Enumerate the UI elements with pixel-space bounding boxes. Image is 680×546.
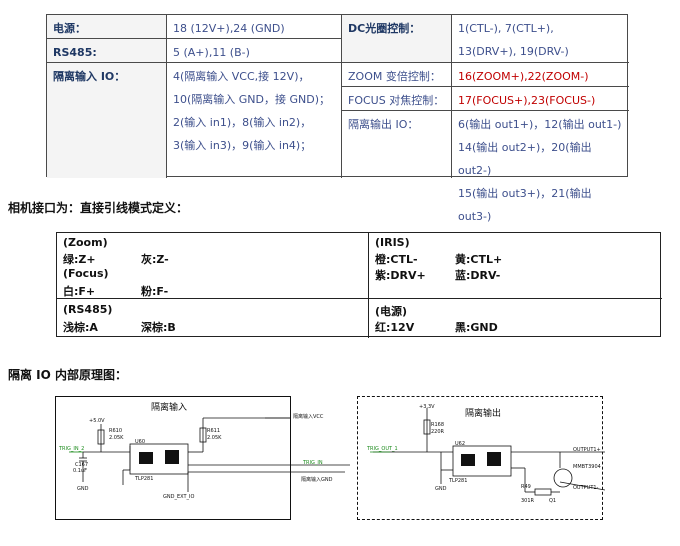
rs485-b: 深棕:B: [141, 321, 176, 334]
iso-out-label: 隔离输出 IO：: [342, 111, 452, 178]
iris-ctl-minus: 橙:CTL-: [375, 253, 418, 266]
left-r-right: R611: [207, 428, 221, 434]
right-trig: TRIG_OUT_1: [367, 446, 398, 452]
right-r-bottom: R49: [521, 484, 531, 490]
iso-in-value: 4(隔离输入 VCC,接 12V)， 10(隔离输入 GND，接 GND)； 2…: [167, 63, 342, 178]
iso-out-line: 15(输出 out3+)，21(输出 out3-): [458, 187, 592, 223]
power-label: 电源：: [47, 15, 167, 39]
power-gnd: 黑:GND: [455, 321, 498, 334]
iris-ctl-plus: 黄:CTL+: [455, 253, 503, 266]
right-r-top-val: 220R: [431, 429, 445, 435]
right-q-part: MMBT3904: [573, 464, 601, 470]
rs485-label: RS485:: [47, 39, 167, 63]
left-cap: C167: [75, 462, 89, 468]
camera-interface-heading: 相机接口为：直接引线模式定义：: [8, 201, 189, 215]
zoom-value: 16(ZOOM+),22(ZOOM-): [452, 63, 629, 87]
zoom-focus-cell: [57, 233, 369, 299]
left-r-top: R610: [109, 428, 123, 434]
dc-iris-value: 1(CTL-), 7(CTL+), 13(DRV+), 19(DRV-): [452, 15, 629, 63]
left-cap-val: 0.1uF: [73, 468, 87, 474]
iso-out-line: 6(输出 out1+)，12(输出 out1-): [458, 118, 622, 131]
wire-color-table: (Zoom) 绿:Z+ 灰:Z- (Focus) 白:F+ 粉:F- (IRIS…: [56, 232, 662, 338]
left-gnd-ext: GND_EXT_IO: [163, 494, 195, 500]
right-out-plus: OUTPUT1+: [573, 447, 601, 453]
iris-drv-plus: 紫:DRV+: [375, 269, 426, 282]
power-12v: 红:12V: [375, 321, 415, 334]
dc-iris-label: DC光圈控制：: [342, 15, 452, 63]
rs485-value: 5 (A+),11 (B-): [167, 39, 342, 63]
iso-in-line: 10(隔离输入 GND，接 GND)；: [173, 93, 331, 106]
isolated-input-title: 隔离输入: [151, 403, 188, 413]
iris-cell: [369, 233, 662, 299]
dc-iris-value-1: 1(CTL-), 7(CTL+),: [458, 22, 554, 35]
iso-in-line: 2(输入 in1)，8(输入 in2)，: [173, 116, 312, 129]
isolated-output-box: [357, 396, 603, 520]
left-trig-label: TRIG_IN: [303, 460, 323, 466]
focus-plus: 白:F+: [63, 285, 96, 298]
iso-out-line: 14(输出 out2+)，20(输出 out2-): [458, 141, 592, 177]
left-gnd-label: 隔离输入GND: [301, 477, 333, 483]
gnd-symbol: GND: [77, 486, 89, 492]
isolation-io-schematic: 隔离输入 隔离输出 隔离输入VCC TRIG_IN 隔离输入GND GND_EX…: [55, 390, 605, 530]
left-chip: U60: [135, 439, 146, 445]
schematic-wires: [69, 408, 605, 496]
rs485-a: 浅棕:A: [63, 321, 98, 334]
focus-title: (Focus): [63, 267, 109, 280]
dc-iris-value-2: 13(DRV+), 19(DRV-): [458, 45, 569, 58]
power-value: 18 (12V+),24 (GND): [167, 15, 342, 39]
left-chip-part: TLP281: [135, 476, 154, 482]
right-chip: U62: [455, 441, 466, 447]
right-q: Q1: [549, 498, 557, 504]
right-r-bottom-val: 301R: [521, 498, 535, 504]
right-out-minus: OUTPUT1-: [573, 485, 599, 491]
left-vcc-label: 隔离输入VCC: [293, 414, 324, 420]
isolated-input-box: [55, 396, 291, 520]
right-r-top: R168: [431, 422, 445, 428]
focus-label: FOCUS 对焦控制：: [342, 87, 452, 111]
iso-in-line: 4(隔离输入 VCC,接 12V)，: [173, 70, 310, 83]
zoom-label: ZOOM 变倍控制：: [342, 63, 452, 87]
left-r-top-val: 2.05K: [109, 435, 124, 441]
isolated-output-title: 隔离输出: [465, 409, 502, 419]
focus-minus: 粉:F-: [141, 285, 169, 298]
zoom-minus: 灰:Z-: [141, 253, 169, 266]
left-r-right-val: 2.05K: [207, 435, 222, 441]
rs485-title: (RS485): [63, 303, 113, 316]
gnd-symbol: GND: [435, 486, 447, 492]
left-trig-in2: TRIG_IN_2: [59, 446, 85, 452]
iso-in-line: 3(输入 in3)，9(输入 in4)；: [173, 139, 312, 152]
zoom-plus: 绿:Z+: [63, 253, 96, 266]
pin-definition-table: 电源： 18 (12V+),24 (GND) DC光圈控制： 1(CTL-), …: [46, 14, 629, 223]
iris-title: (IRIS): [375, 236, 410, 249]
iso-in-label: 隔离输入 IO：: [47, 63, 167, 178]
right-chip-part: TLP281: [449, 478, 468, 484]
schematic-heading: 隔离 IO 内部原理图：: [8, 368, 128, 382]
rs485-cell: [57, 299, 369, 338]
right-v: +3.3V: [419, 404, 435, 410]
power-title: (电源): [375, 305, 408, 318]
iso-out-value: 6(输出 out1+)，12(输出 out1-) 14(输出 out2+)，20…: [452, 111, 629, 223]
focus-value: 17(FOCUS+),23(FOCUS-): [452, 87, 629, 111]
zoom-title: (Zoom): [63, 236, 108, 249]
left-v: +5.0V: [89, 418, 105, 424]
iris-drv-minus: 蓝:DRV-: [455, 269, 501, 282]
